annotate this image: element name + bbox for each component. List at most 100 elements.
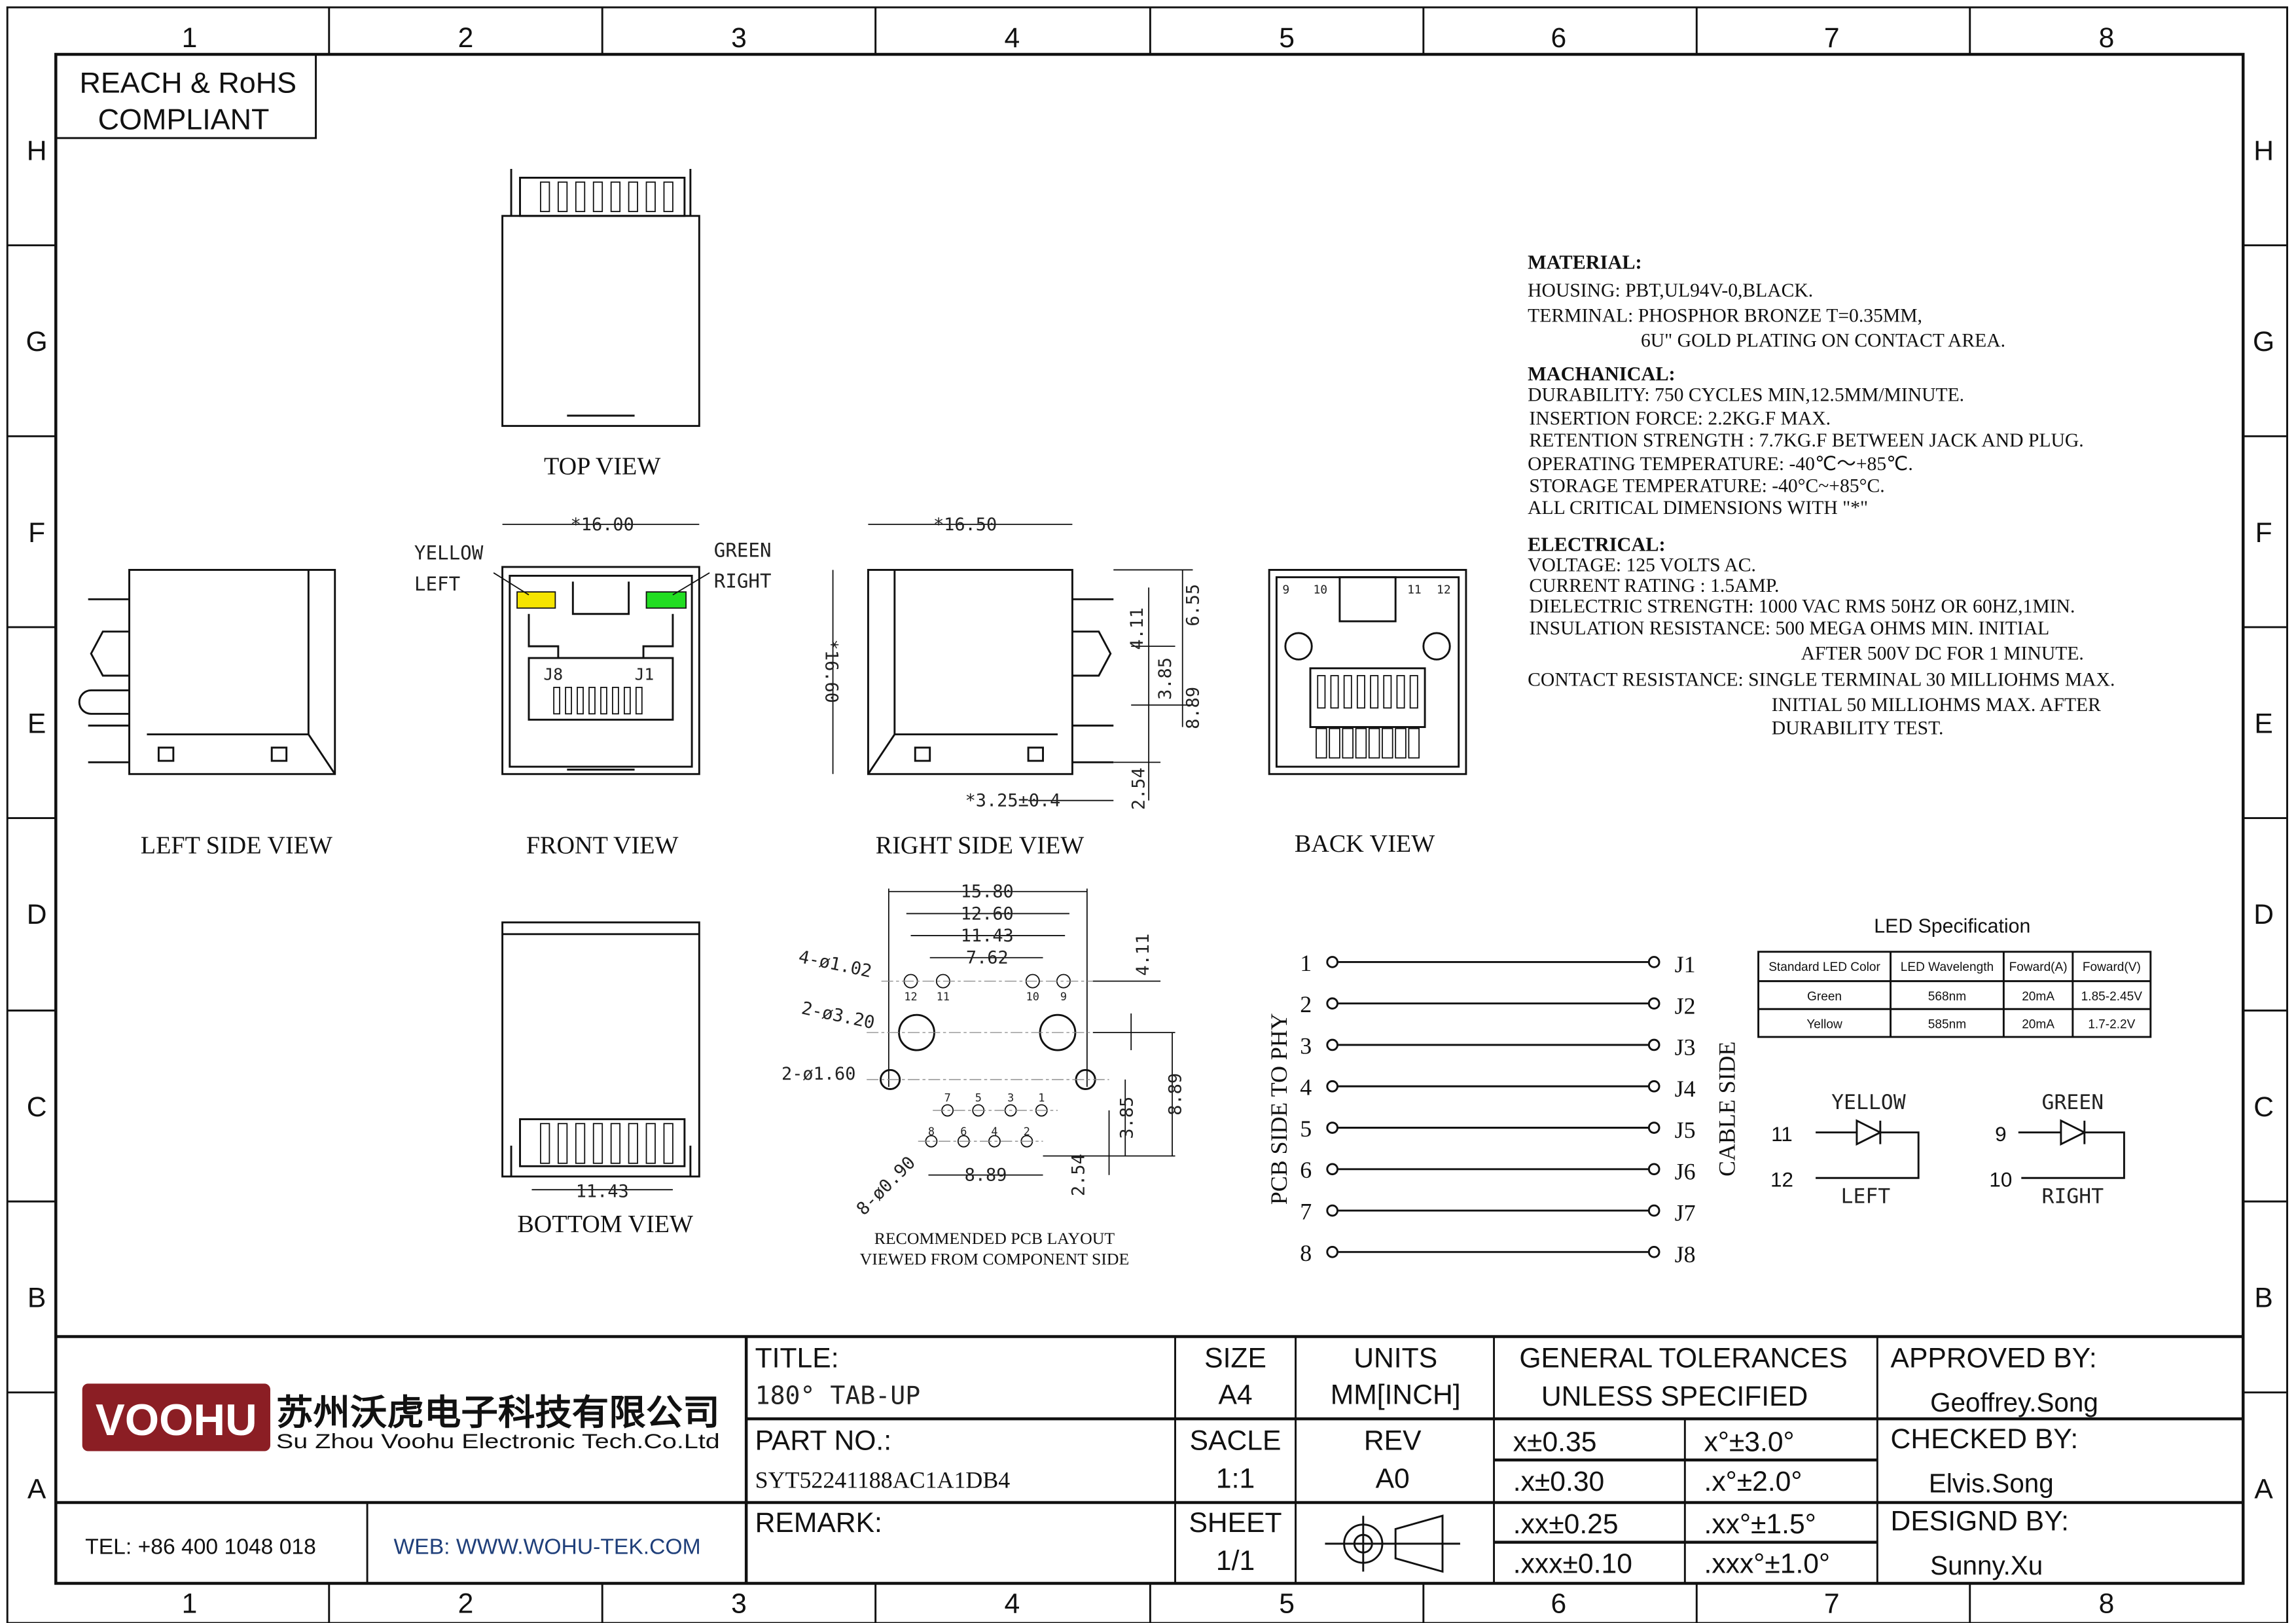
tolerance-title-2: UNLESS SPECIFIED [1541, 1381, 1808, 1412]
row-label: H [27, 136, 47, 167]
pcb-hole-0-90: 8-ø0.90 [853, 1152, 920, 1219]
col-label: 4 [1005, 22, 1020, 54]
grid-labels: 1 2 3 4 5 6 7 8 1 2 3 4 5 6 7 8 H G F E … [26, 22, 2275, 1619]
schematic-jack-label: J6 [1675, 1158, 1696, 1184]
specifications: MATERIAL: HOUSING: PBT,UL94V-0,BLACK. TE… [1528, 251, 2115, 739]
contact [1316, 727, 1327, 759]
contact [1317, 675, 1326, 709]
table-cell: 20mA [2022, 990, 2054, 1004]
back-pin-9: 9 [1282, 583, 1289, 596]
pcb-hole-1-02: 4-ø1.02 [797, 947, 873, 982]
contact [1330, 675, 1339, 709]
jack-node [1647, 1204, 1660, 1217]
pin-node [1326, 1038, 1338, 1051]
left-label: LEFT [414, 573, 460, 595]
row-label: D [2253, 899, 2274, 930]
contact [557, 181, 568, 212]
contact [1342, 727, 1354, 759]
bottom-dim: 11.43 [576, 1181, 629, 1201]
jack-node [1647, 1122, 1660, 1134]
led-spec-title: LED Specification [1874, 916, 2030, 938]
spec-line: DURABILITY: 750 CYCLES MIN,12.5MM/MINUTE… [1528, 384, 1964, 405]
right-side-view: *16.50 *16.60 4.11 6.55 3.85 8.89 2.54 *… [821, 515, 1203, 860]
pin-node [1326, 1163, 1338, 1176]
col-label: 5 [1279, 1588, 1295, 1619]
contact [577, 687, 584, 715]
title-block: VOOHU 苏州沃虎电子科技有限公司 Su Zhou Voohu Electro… [56, 1335, 2244, 1584]
contact [592, 1123, 603, 1164]
checked-value: Elvis.Song [1929, 1468, 2054, 1498]
col-label: 2 [458, 22, 474, 54]
schematic-pin-number: 6 [1300, 1157, 1312, 1183]
pcb-pin-7: 7 [944, 1091, 951, 1104]
tel: TEL: +86 400 1048 018 [85, 1535, 316, 1559]
back-pin-12: 12 [1437, 583, 1451, 596]
table-header: Foward(A) [2009, 960, 2068, 974]
jack-node [1647, 1080, 1660, 1093]
compliance-box: REACH & RoHS COMPLIANT [54, 53, 317, 139]
designed-label: DESIGND BY: [1891, 1506, 2069, 1537]
tolerance: x±0.35 [1513, 1427, 1597, 1458]
part-label: PART NO.: [755, 1425, 891, 1456]
pcb-hole-1-60: 2-ø1.60 [781, 1064, 855, 1084]
jack-node [1647, 1038, 1660, 1051]
contact [1370, 675, 1379, 709]
row-label: C [2253, 1091, 2274, 1123]
pcb-pin-1: 1 [1038, 1091, 1045, 1104]
pcb-dim-8-89-h: 8.89 [965, 1165, 1007, 1186]
contact [628, 181, 638, 212]
row-label: D [27, 899, 47, 930]
col-label: 8 [2099, 1588, 2115, 1619]
back-view-label: BACK VIEW [1295, 830, 1435, 858]
pcb-pin-11: 11 [937, 990, 950, 1003]
units-label: UNITS [1354, 1343, 1437, 1374]
table-cell: Green [1807, 990, 1842, 1004]
designed-value: Sunny.Xu [1930, 1550, 2043, 1580]
third-angle-projection-icon [1325, 1514, 1460, 1573]
spec-line: AFTER 500V DC FOR 1 MINUTE. [1801, 643, 2084, 664]
pin-node [1326, 1204, 1338, 1217]
tolerance: x°±3.0° [1704, 1427, 1795, 1458]
pin-node [1326, 1122, 1338, 1134]
pcb-caption-1: RECOMMENDED PCB LAYOUT [874, 1229, 1115, 1248]
col-label: 1 [182, 22, 198, 54]
pcb-dim-2-54: 2.54 [1068, 1154, 1088, 1196]
pcb-pin-10: 10 [1026, 990, 1039, 1003]
dim-3-25: *3.25±0.4 [965, 791, 1061, 811]
contact [1329, 727, 1340, 759]
table-header: Standard LED Color [1768, 960, 1880, 974]
tolerance: .xxx°±1.0° [1704, 1548, 1831, 1580]
schematic-jack-label: J3 [1675, 1034, 1696, 1061]
dim-2-54: 2.54 [1128, 767, 1149, 810]
tolerance: .xx±0.25 [1513, 1508, 1619, 1540]
contact [663, 1123, 673, 1164]
row-label: F [2255, 517, 2272, 549]
spec-line: CONTACT RESISTANCE: SINGLE TERMINAL 30 M… [1528, 670, 2115, 691]
spec-line: VOLTAGE: 125 VOLTS AC. [1528, 555, 1756, 576]
pcb-side-label: PCB SIDE TO PHY [1266, 1013, 1292, 1205]
col-label: 3 [731, 1588, 747, 1619]
table-cell: 568nm [1928, 990, 1966, 1004]
tolerance: .x±0.30 [1513, 1466, 1605, 1497]
back-view: 9 10 11 12 BACK VIEW [1268, 568, 1467, 858]
j8-label: J8 [543, 665, 563, 684]
col-label: 6 [1551, 1588, 1566, 1619]
spec-line: 6U" GOLD PLATING ON CONTACT AREA. [1641, 330, 2005, 351]
schematic-pin-number: 3 [1300, 1032, 1312, 1059]
schematic-pin-number: 7 [1300, 1199, 1312, 1225]
contact [610, 181, 621, 212]
spec-line: INSERTION FORCE: 2.2KG.F MAX. [1529, 408, 1831, 429]
contact [575, 181, 586, 212]
contact [557, 1123, 568, 1164]
spec-line: TERMINAL: PHOSPHOR BRONZE T=0.35MM, [1528, 305, 1922, 326]
row-label: A [27, 1473, 46, 1504]
website-link[interactable]: WEB: WWW.WOHU-TEK.COM [393, 1535, 700, 1559]
contact [575, 1123, 586, 1164]
pcb-dim-3-85: 3.85 [1117, 1097, 1137, 1139]
schematic-pin-number: 1 [1300, 950, 1312, 976]
top-view-label: TOP VIEW [544, 453, 660, 481]
pcb-dim-8-89-v: 8.89 [1165, 1073, 1185, 1116]
contact [645, 181, 656, 212]
col-label: 2 [458, 1588, 474, 1619]
